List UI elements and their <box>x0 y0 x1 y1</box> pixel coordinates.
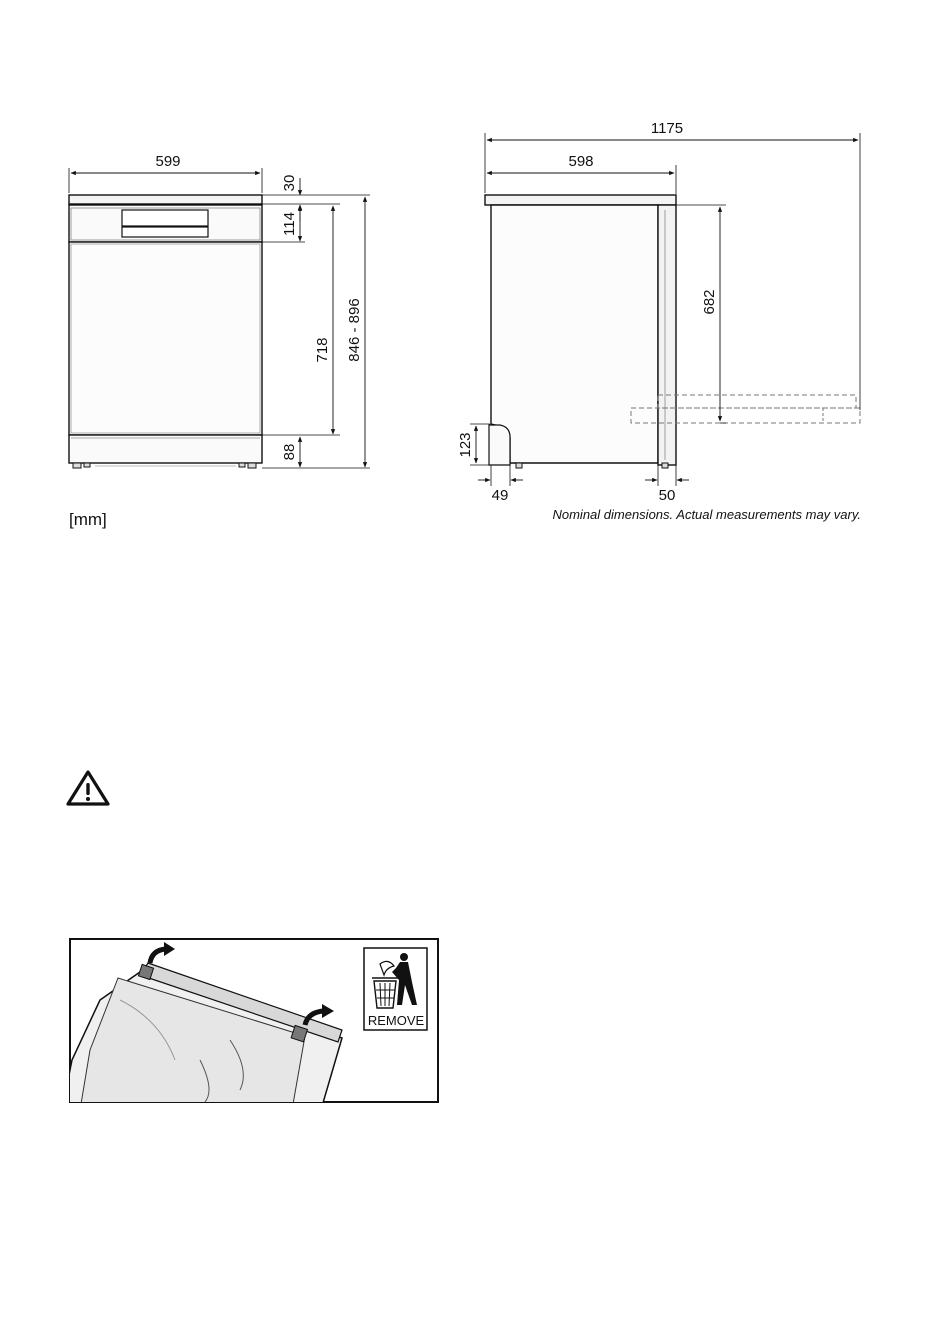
packaging-illustration: REMOVE <box>60 939 438 1120</box>
panel-height-label: 114 <box>281 212 298 236</box>
open-door-outline <box>658 395 856 408</box>
front-view: 599 30 114 718 846 - 896 88 <box>69 153 370 468</box>
total-height-label: 846 - 896 <box>346 298 363 361</box>
plinth-height-label: 88 <box>281 444 298 461</box>
unit-label: [mm] <box>69 510 107 530</box>
front-width-label: 599 <box>155 153 180 170</box>
door-handle <box>122 210 208 226</box>
rear-offset-label: 50 <box>659 487 676 504</box>
foot-height-label: 123 <box>457 432 474 457</box>
side-door <box>658 205 676 465</box>
dimensions-note: Nominal dimensions. Actual measurements … <box>552 507 861 522</box>
front-offset-label: 49 <box>492 487 509 504</box>
remove-label: REMOVE <box>368 1013 425 1028</box>
door-open-depth-label: 1175 <box>651 120 683 137</box>
side-worktop <box>485 195 676 205</box>
depth-label: 598 <box>568 153 593 170</box>
side-body <box>491 205 658 463</box>
door-height-label: 718 <box>314 337 331 362</box>
height-682-label: 682 <box>701 289 718 314</box>
top-thickness-label: 30 <box>281 175 298 192</box>
warning-triangle-icon <box>68 772 108 804</box>
front-worktop <box>69 195 262 204</box>
front-plinth <box>69 435 262 463</box>
front-door <box>69 242 262 435</box>
side-view: 1175 598 682 123 49 50 <box>457 120 860 504</box>
